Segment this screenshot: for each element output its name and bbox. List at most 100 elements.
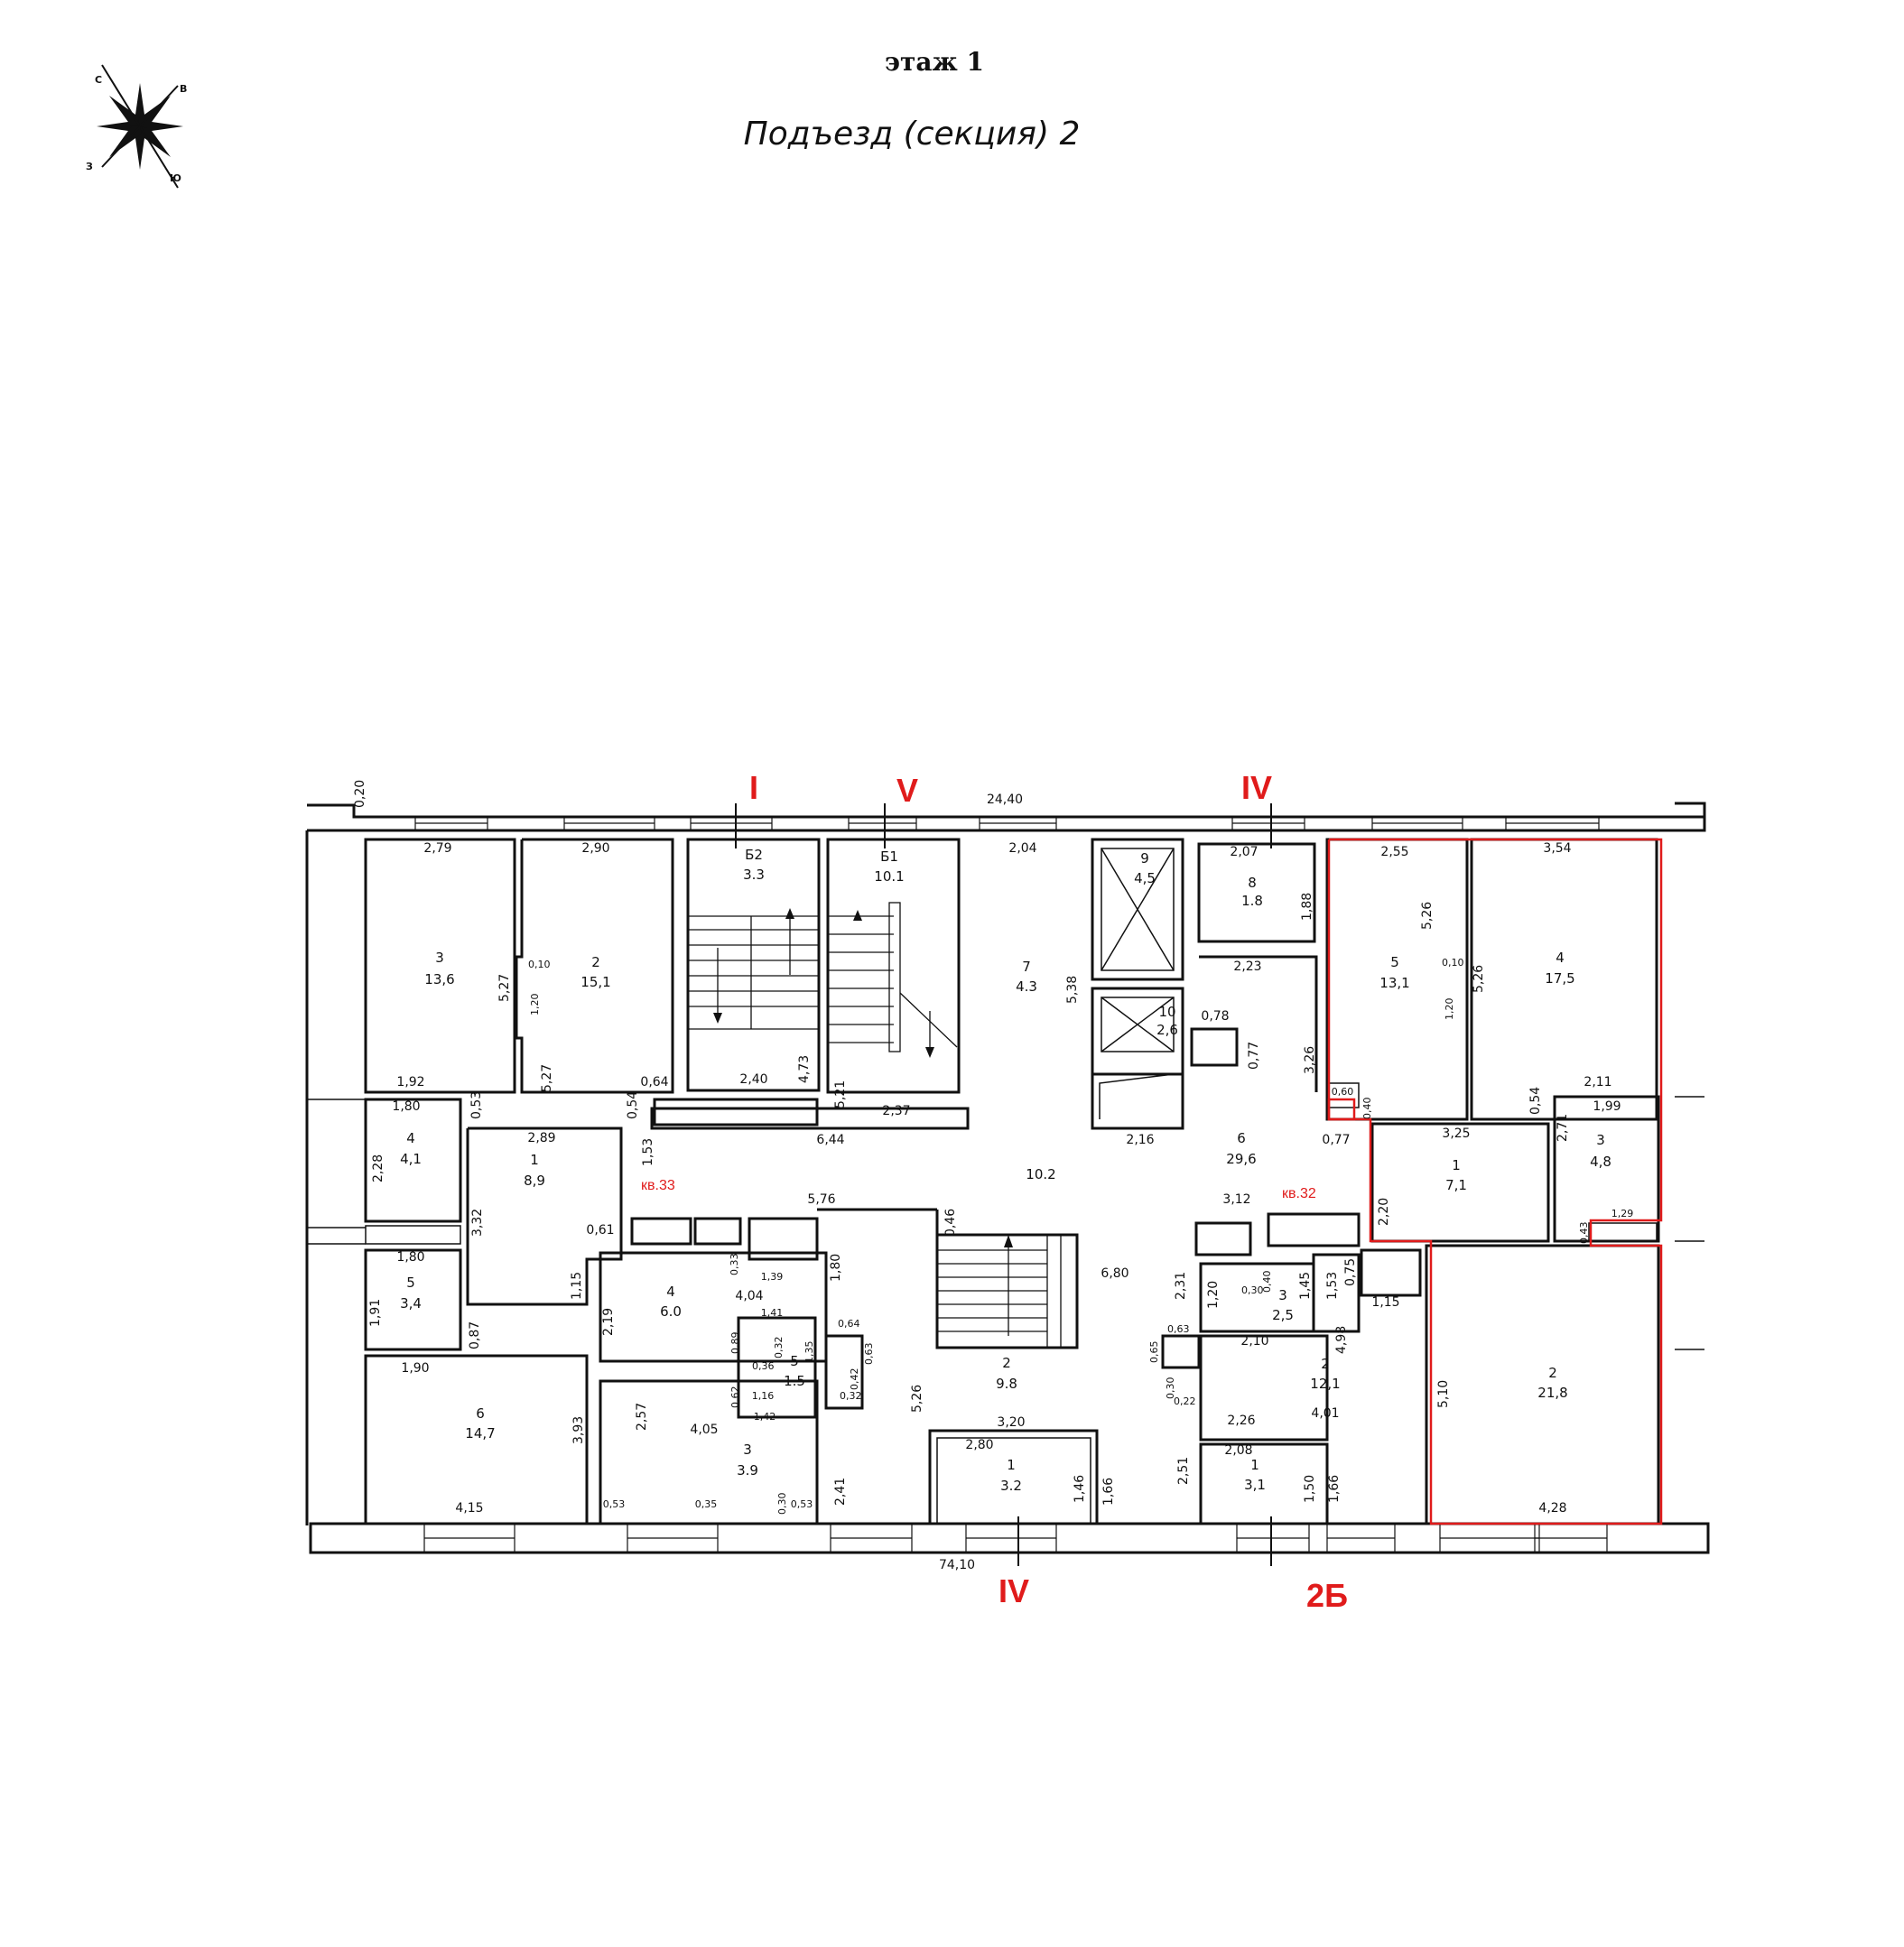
dimension-label: 2,08 xyxy=(1224,1443,1252,1458)
room-number: 9 xyxy=(1140,850,1149,867)
room-area: 4,1 xyxy=(400,1151,422,1167)
dimension-label: 0,77 xyxy=(1322,1133,1350,1147)
dimension-label: 1,39 xyxy=(761,1271,784,1283)
room-area: 14,7 xyxy=(465,1425,495,1442)
dimension-label: 2,16 xyxy=(1126,1133,1154,1147)
room-number: 4 xyxy=(1556,950,1565,966)
room-number: 8 xyxy=(1248,875,1257,891)
outer-walls xyxy=(305,802,1710,1554)
dimension-label: 0,75 xyxy=(1343,1258,1358,1286)
dimension-label: 2,23 xyxy=(1233,960,1261,974)
dimension-label: 1,53 xyxy=(641,1138,655,1166)
dimension-label: 1,41 xyxy=(761,1307,784,1319)
dimension-label: 2,37 xyxy=(882,1104,910,1118)
dimension-label: 2,28 xyxy=(371,1154,385,1182)
dimension-label: 0,53 xyxy=(469,1091,484,1119)
dimension-label: 3,12 xyxy=(1222,1192,1250,1207)
room-number: 5 xyxy=(406,1275,415,1291)
dimension-label: 1,20 xyxy=(1206,1281,1221,1309)
dimension-labels: 24,40 2,79 2,90 2,04 2,07 2,55 3,54 1,92… xyxy=(392,793,1633,1572)
room-area: 1.5 xyxy=(784,1373,805,1389)
dimension-label: 2,57 xyxy=(635,1403,649,1431)
room-number: 3 xyxy=(743,1442,752,1458)
dimension-label: 3,93 xyxy=(571,1416,586,1444)
room-area: 3.9 xyxy=(737,1462,758,1479)
dimension-label: 0,63 xyxy=(863,1343,875,1366)
dimension-label: 74,10 xyxy=(939,1558,975,1572)
apartment-label-33: кв.33 xyxy=(641,1178,675,1193)
dimension-label: 1,66 xyxy=(1327,1475,1342,1503)
dimension-label: 0,54 xyxy=(1528,1087,1543,1115)
left-rooms xyxy=(307,838,674,1525)
room-area: 2,6 xyxy=(1156,1022,1178,1038)
entrance-label-top-2: V xyxy=(896,772,918,809)
apartment-32-outline xyxy=(1327,838,1663,1525)
room-number: Б1 xyxy=(880,848,898,865)
room-number: 7 xyxy=(1022,959,1031,975)
room-area: 8,9 xyxy=(524,1173,545,1189)
dimension-label: 2,31 xyxy=(1174,1272,1188,1300)
room-area: 7,1 xyxy=(1445,1177,1467,1193)
dimension-label: 0,32 xyxy=(773,1337,785,1359)
entrance-label-bottom-2: 2Б xyxy=(1306,1577,1348,1614)
dimension-label: 4,28 xyxy=(1538,1501,1566,1516)
dimension-label: 4,01 xyxy=(1311,1406,1339,1421)
room-area: 1.8 xyxy=(1241,893,1263,909)
floor-title: этаж 1 xyxy=(885,47,984,77)
top-windows xyxy=(414,816,1600,831)
dimension-label: 2,11 xyxy=(1584,1075,1611,1089)
compass-s: Ю xyxy=(170,172,181,184)
room-number: 1 xyxy=(1250,1457,1259,1473)
dimension-label: 4,73 xyxy=(797,1055,812,1083)
dimension-label: 0,30 xyxy=(776,1493,788,1516)
room-area: 10.1 xyxy=(874,868,904,885)
dimension-label: 0,78 xyxy=(1201,1009,1229,1024)
dimension-label: 1,29 xyxy=(1611,1208,1634,1219)
dimension-label: 0,46 xyxy=(943,1209,958,1237)
dimension-label: 1,80 xyxy=(392,1099,420,1114)
dimension-label: 0,62 xyxy=(729,1386,741,1409)
dimension-label: 2,19 xyxy=(601,1308,616,1336)
dimension-label: 0,61 xyxy=(586,1223,614,1238)
room-area: 3,4 xyxy=(400,1295,422,1312)
dimension-label: 0,53 xyxy=(791,1498,813,1510)
dimension-label: 0,60 xyxy=(1332,1086,1354,1098)
dimension-label: 5,26 xyxy=(910,1385,924,1413)
dimension-label: 2,41 xyxy=(833,1478,848,1506)
dimension-label: 1,46 xyxy=(1073,1475,1087,1503)
dimension-label: 1,45 xyxy=(1298,1272,1313,1300)
room-number: 1 xyxy=(530,1152,539,1168)
dimension-label: 6,44 xyxy=(816,1133,844,1147)
room-area: 12,1 xyxy=(1310,1376,1340,1392)
room-number: 3 xyxy=(1596,1132,1605,1148)
room-number: 3 xyxy=(435,950,444,966)
room-number: 6 xyxy=(476,1405,485,1422)
room-area: 3.3 xyxy=(743,867,765,883)
dimension-label: 2,71 xyxy=(1556,1114,1570,1142)
dimension-label: 3,25 xyxy=(1442,1126,1470,1141)
dimension-label: 0,30 xyxy=(1165,1377,1176,1400)
dimension-label: 4,15 xyxy=(455,1501,483,1516)
dimension-label: 2,40 xyxy=(739,1072,767,1087)
dimension-label: 3,54 xyxy=(1543,841,1571,856)
dimension-label: 2,20 xyxy=(1377,1198,1391,1226)
dimension-label: 1,99 xyxy=(1593,1099,1621,1114)
dimension-label: 5,27 xyxy=(540,1064,554,1092)
dimension-label: 0,87 xyxy=(468,1321,482,1349)
room-number: 6 xyxy=(1237,1130,1246,1146)
dimension-label: 1,15 xyxy=(570,1272,584,1300)
hall-area: 10.2 xyxy=(1026,1166,1055,1182)
dimension-label: 0,30 xyxy=(1241,1284,1264,1296)
dimension-label: 1,15 xyxy=(1371,1295,1399,1310)
dimension-label: 5,21 xyxy=(833,1080,848,1108)
dimension-label: 1,90 xyxy=(401,1361,429,1376)
dimension-label: 6,80 xyxy=(1101,1266,1128,1281)
room-number: 3 xyxy=(1278,1287,1287,1303)
dimension-label: 0,33 xyxy=(729,1254,740,1276)
dimension-label: 0,53 xyxy=(603,1498,626,1510)
dimension-label: 2,04 xyxy=(1008,841,1036,856)
dimension-label: 2,80 xyxy=(965,1438,993,1452)
dimension-label: 2,26 xyxy=(1227,1414,1255,1428)
dimension-label: 1,80 xyxy=(829,1254,843,1282)
